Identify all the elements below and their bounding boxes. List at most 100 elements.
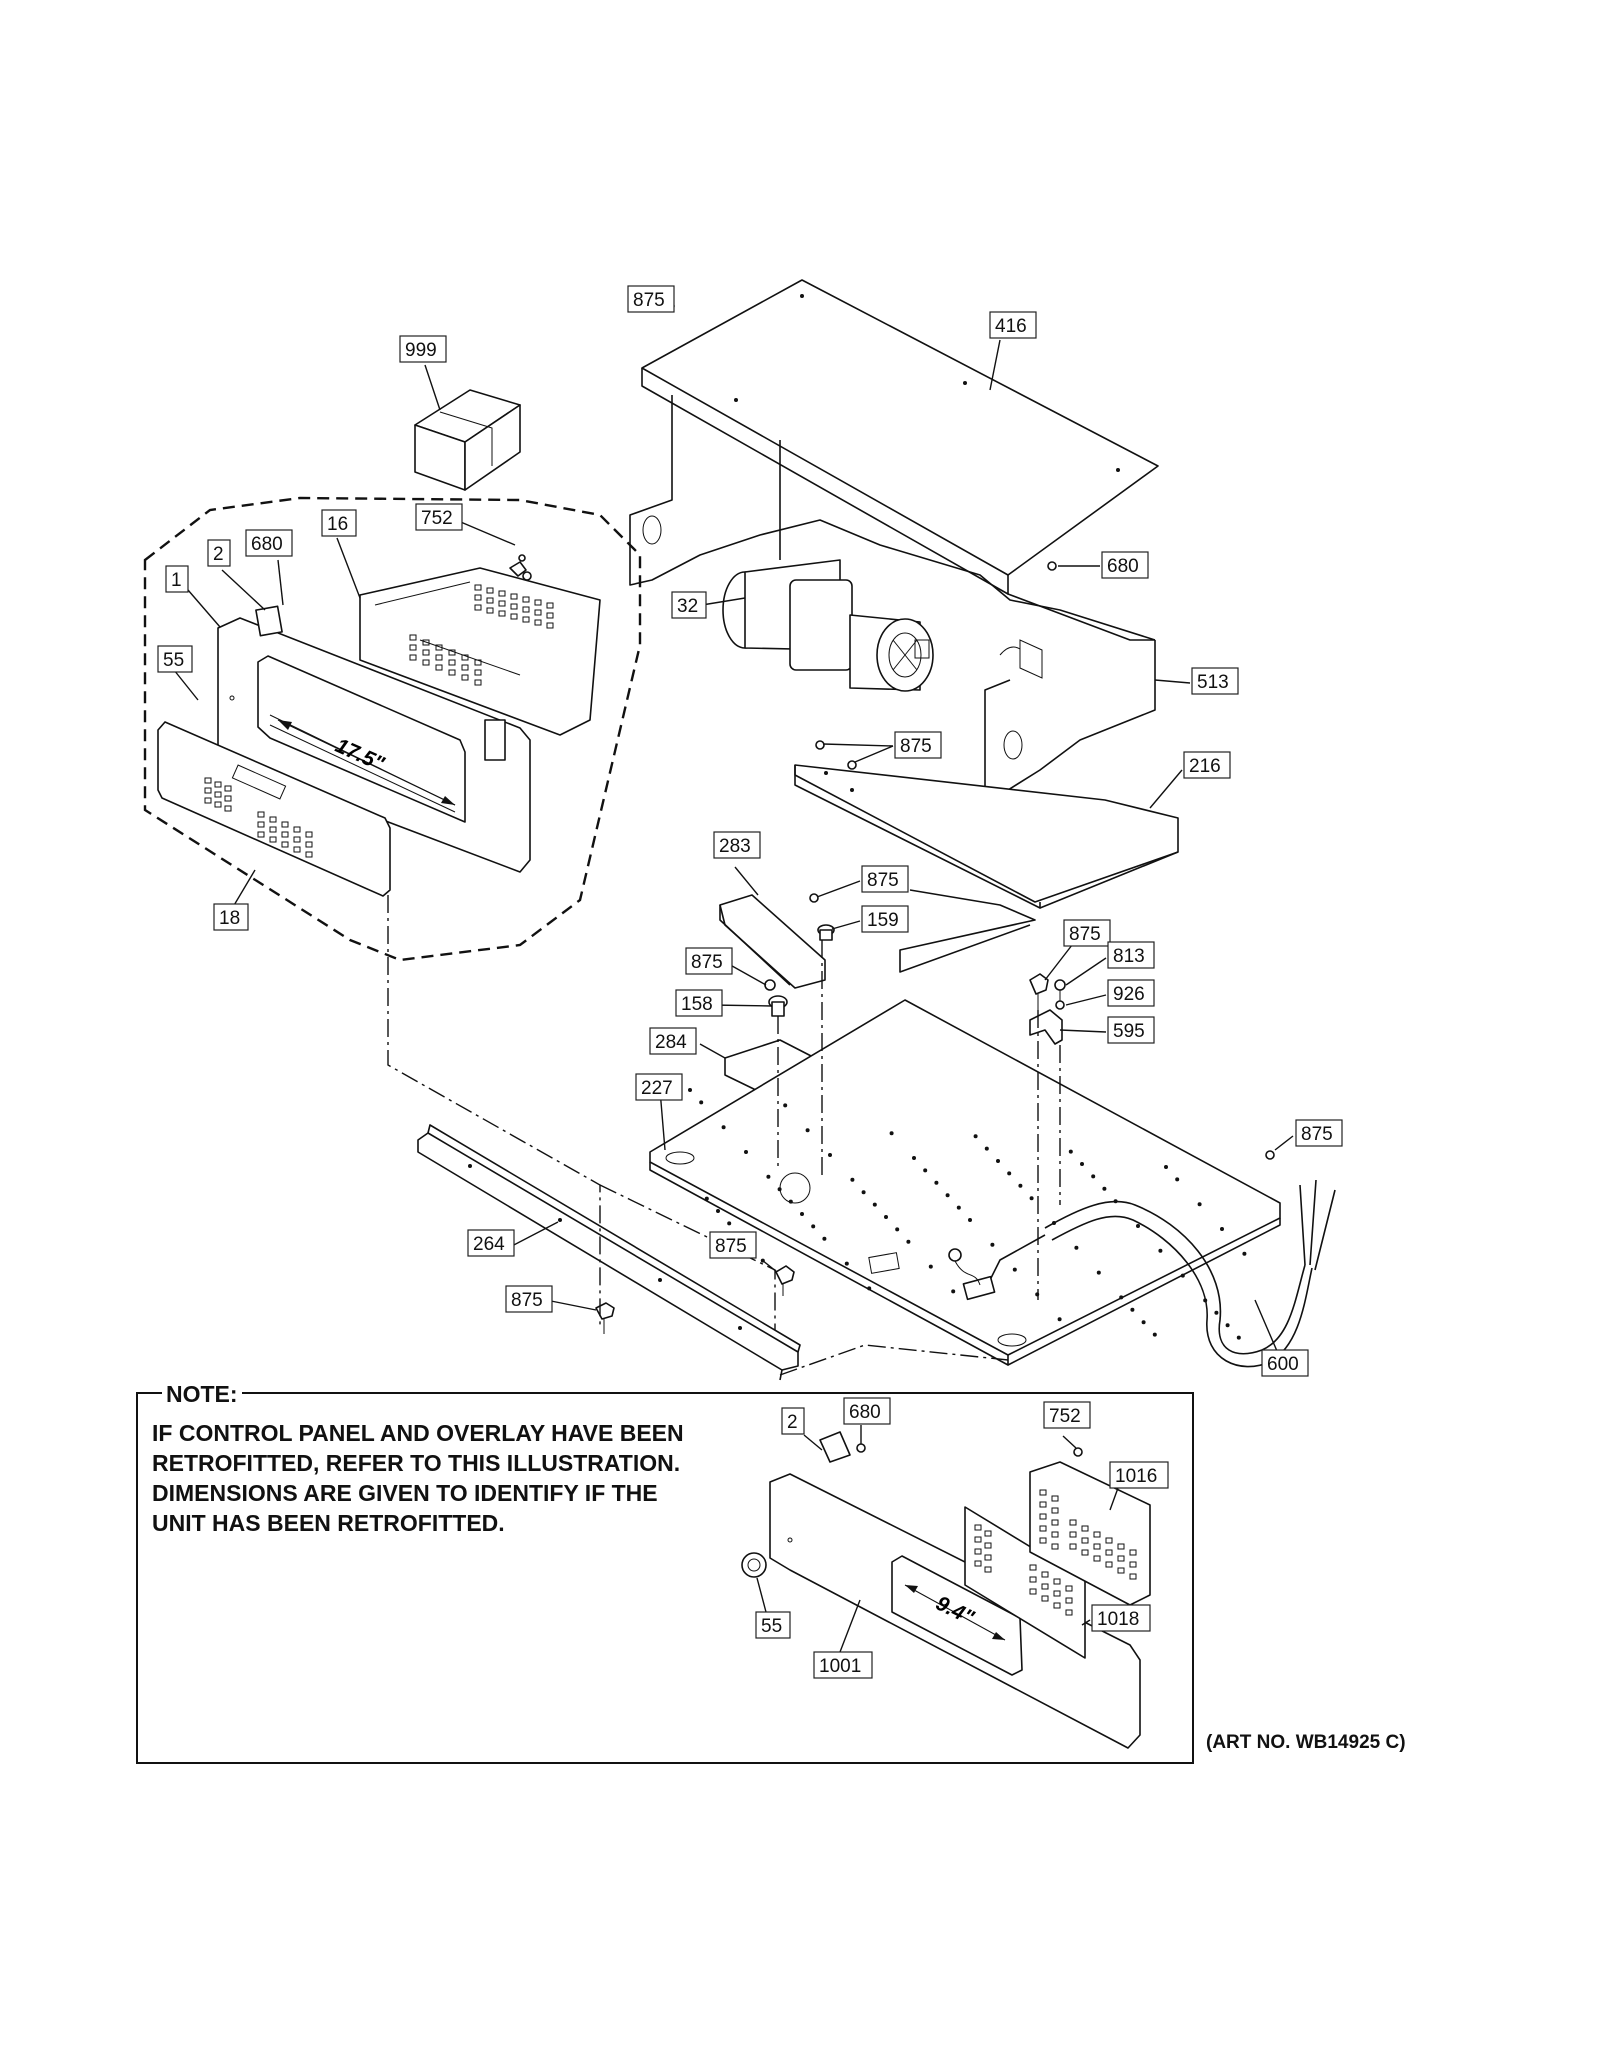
part-number-text: 999 <box>405 340 437 361</box>
part-label-680: 680 <box>1101 551 1149 579</box>
clamp-595 <box>1029 1009 1063 1045</box>
part-label-32: 32 <box>671 591 707 619</box>
part-number-text: 600 <box>1267 1354 1299 1375</box>
part-number-text: 875 <box>715 1236 747 1257</box>
part-number-text: 2 <box>213 544 224 565</box>
part-label-1016: 1016 <box>1109 1461 1169 1489</box>
part-number-text: 264 <box>473 1234 505 1255</box>
part-label-416: 416 <box>989 311 1037 339</box>
part-label-680: 680 <box>245 529 293 557</box>
leader-lines <box>173 305 1294 1653</box>
part-label-752: 752 <box>1043 1401 1091 1429</box>
part-label-55: 55 <box>755 1611 791 1639</box>
part-number-text: 875 <box>511 1290 543 1311</box>
part-label-283: 283 <box>713 831 761 859</box>
bracket-283 <box>719 894 826 989</box>
part-labels: 875 416 999 752 16 680 2 1 55 18 32 680 513 875 216 283… <box>157 285 1343 1679</box>
part-number-text: 216 <box>1189 756 1221 777</box>
note-title: NOTE: <box>162 1381 242 1408</box>
part-number-text: 1016 <box>1115 1466 1157 1487</box>
control-assembly-outline <box>143 496 642 962</box>
part-label-875: 875 <box>1295 1119 1343 1147</box>
note-line-3: DIMENSIONS ARE GIVEN TO IDENTIFY IF THE <box>152 1480 658 1506</box>
side-housing-513 <box>629 395 1156 796</box>
overlay-18 <box>157 721 391 897</box>
part-number-text: 680 <box>849 1402 881 1423</box>
part-label-680: 680 <box>843 1397 891 1425</box>
part-number-text: 752 <box>421 508 453 529</box>
part-number-text: 595 <box>1113 1021 1145 1042</box>
mounting-strip-264 <box>417 1124 801 1381</box>
part-label-1001: 1001 <box>813 1651 873 1679</box>
part-label-2: 2 <box>207 539 231 567</box>
part-label-216: 216 <box>1183 751 1231 779</box>
part-label-813: 813 <box>1107 941 1155 969</box>
packaging-box-999 <box>414 389 521 491</box>
part-label-875: 875 <box>505 1285 553 1313</box>
wire-harness-600 <box>948 1179 1336 1368</box>
part-label-926: 926 <box>1107 979 1155 1007</box>
part-number-text: 513 <box>1197 672 1229 693</box>
inset-board-1016 <box>856 1443 1151 1606</box>
part-number-text: 159 <box>867 910 899 931</box>
note-line-1: IF CONTROL PANEL AND OVERLAY HAVE BEEN <box>152 1420 684 1446</box>
part-number-text: 16 <box>327 514 348 535</box>
part-number-text: 752 <box>1049 1406 1081 1427</box>
note-box <box>136 1392 1194 1764</box>
part-label-875: 875 <box>894 731 942 759</box>
note-text: IF CONTROL PANEL AND OVERLAY HAVE BEEN R… <box>152 1418 772 1538</box>
part-label-875: 875 <box>1063 919 1111 947</box>
part-label-55: 55 <box>157 645 193 673</box>
inset-panel-1001 <box>741 1431 1141 1749</box>
screws <box>518 301 1275 1334</box>
part-label-264: 264 <box>467 1229 515 1257</box>
part-number-text: 55 <box>761 1616 782 1637</box>
part-label-513: 513 <box>1191 667 1239 695</box>
part-number-text: 926 <box>1113 984 1145 1005</box>
art-number: (ART NO. WB14925 C) <box>1206 1732 1406 1753</box>
part-label-18: 18 <box>213 903 249 931</box>
part-number-text: 1018 <box>1097 1609 1139 1630</box>
part-number-text: 1 <box>171 570 182 591</box>
part-label-16: 16 <box>321 509 357 537</box>
part-label-158: 158 <box>675 989 723 1017</box>
part-label-752: 752 <box>415 503 463 531</box>
part-number-text: 2 <box>787 1412 798 1433</box>
blower-fan-32 <box>722 559 934 692</box>
part-label-159: 159 <box>861 905 909 933</box>
part-number-text: 680 <box>251 534 283 555</box>
part-number-text: 284 <box>655 1032 687 1053</box>
sensor-159 <box>817 924 835 941</box>
part-number-text: 875 <box>900 736 932 757</box>
part-label-227: 227 <box>635 1073 683 1101</box>
part-label-875: 875 <box>709 1231 757 1259</box>
part-label-875: 875 <box>685 947 733 975</box>
part-number-text: 680 <box>1107 556 1139 577</box>
part-number-text: 283 <box>719 836 751 857</box>
part-number-text: 158 <box>681 994 713 1015</box>
note-line-2: RETROFITTED, REFER TO THIS ILLUSTRATION. <box>152 1450 681 1476</box>
top-cover-416 <box>641 279 1159 595</box>
part-label-595: 595 <box>1107 1016 1155 1044</box>
part-number-text: 1001 <box>819 1656 861 1677</box>
shelf-216 <box>794 764 1179 973</box>
control-board-16 <box>359 561 601 761</box>
part-number-text: 875 <box>867 870 899 891</box>
part-number-text: 813 <box>1113 946 1145 967</box>
part-number-text: 227 <box>641 1078 673 1099</box>
part-number-text: 416 <box>995 316 1027 337</box>
part-label-284: 284 <box>649 1027 697 1055</box>
part-label-1018: 1018 <box>1091 1604 1151 1632</box>
part-number-text: 18 <box>219 908 240 929</box>
part-number-text: 875 <box>691 952 723 973</box>
part-number-text: 875 <box>633 290 665 311</box>
part-label-1: 1 <box>165 565 189 593</box>
note-line-4: UNIT HAS BEEN RETROFITTED. <box>152 1510 505 1536</box>
part-label-875: 875 <box>861 865 909 893</box>
part-number-text: 55 <box>163 650 184 671</box>
part-number-text: 32 <box>677 596 698 617</box>
part-label-875: 875 <box>627 285 675 313</box>
part-number-text: 875 <box>1301 1124 1333 1145</box>
part-label-2: 2 <box>781 1407 805 1435</box>
